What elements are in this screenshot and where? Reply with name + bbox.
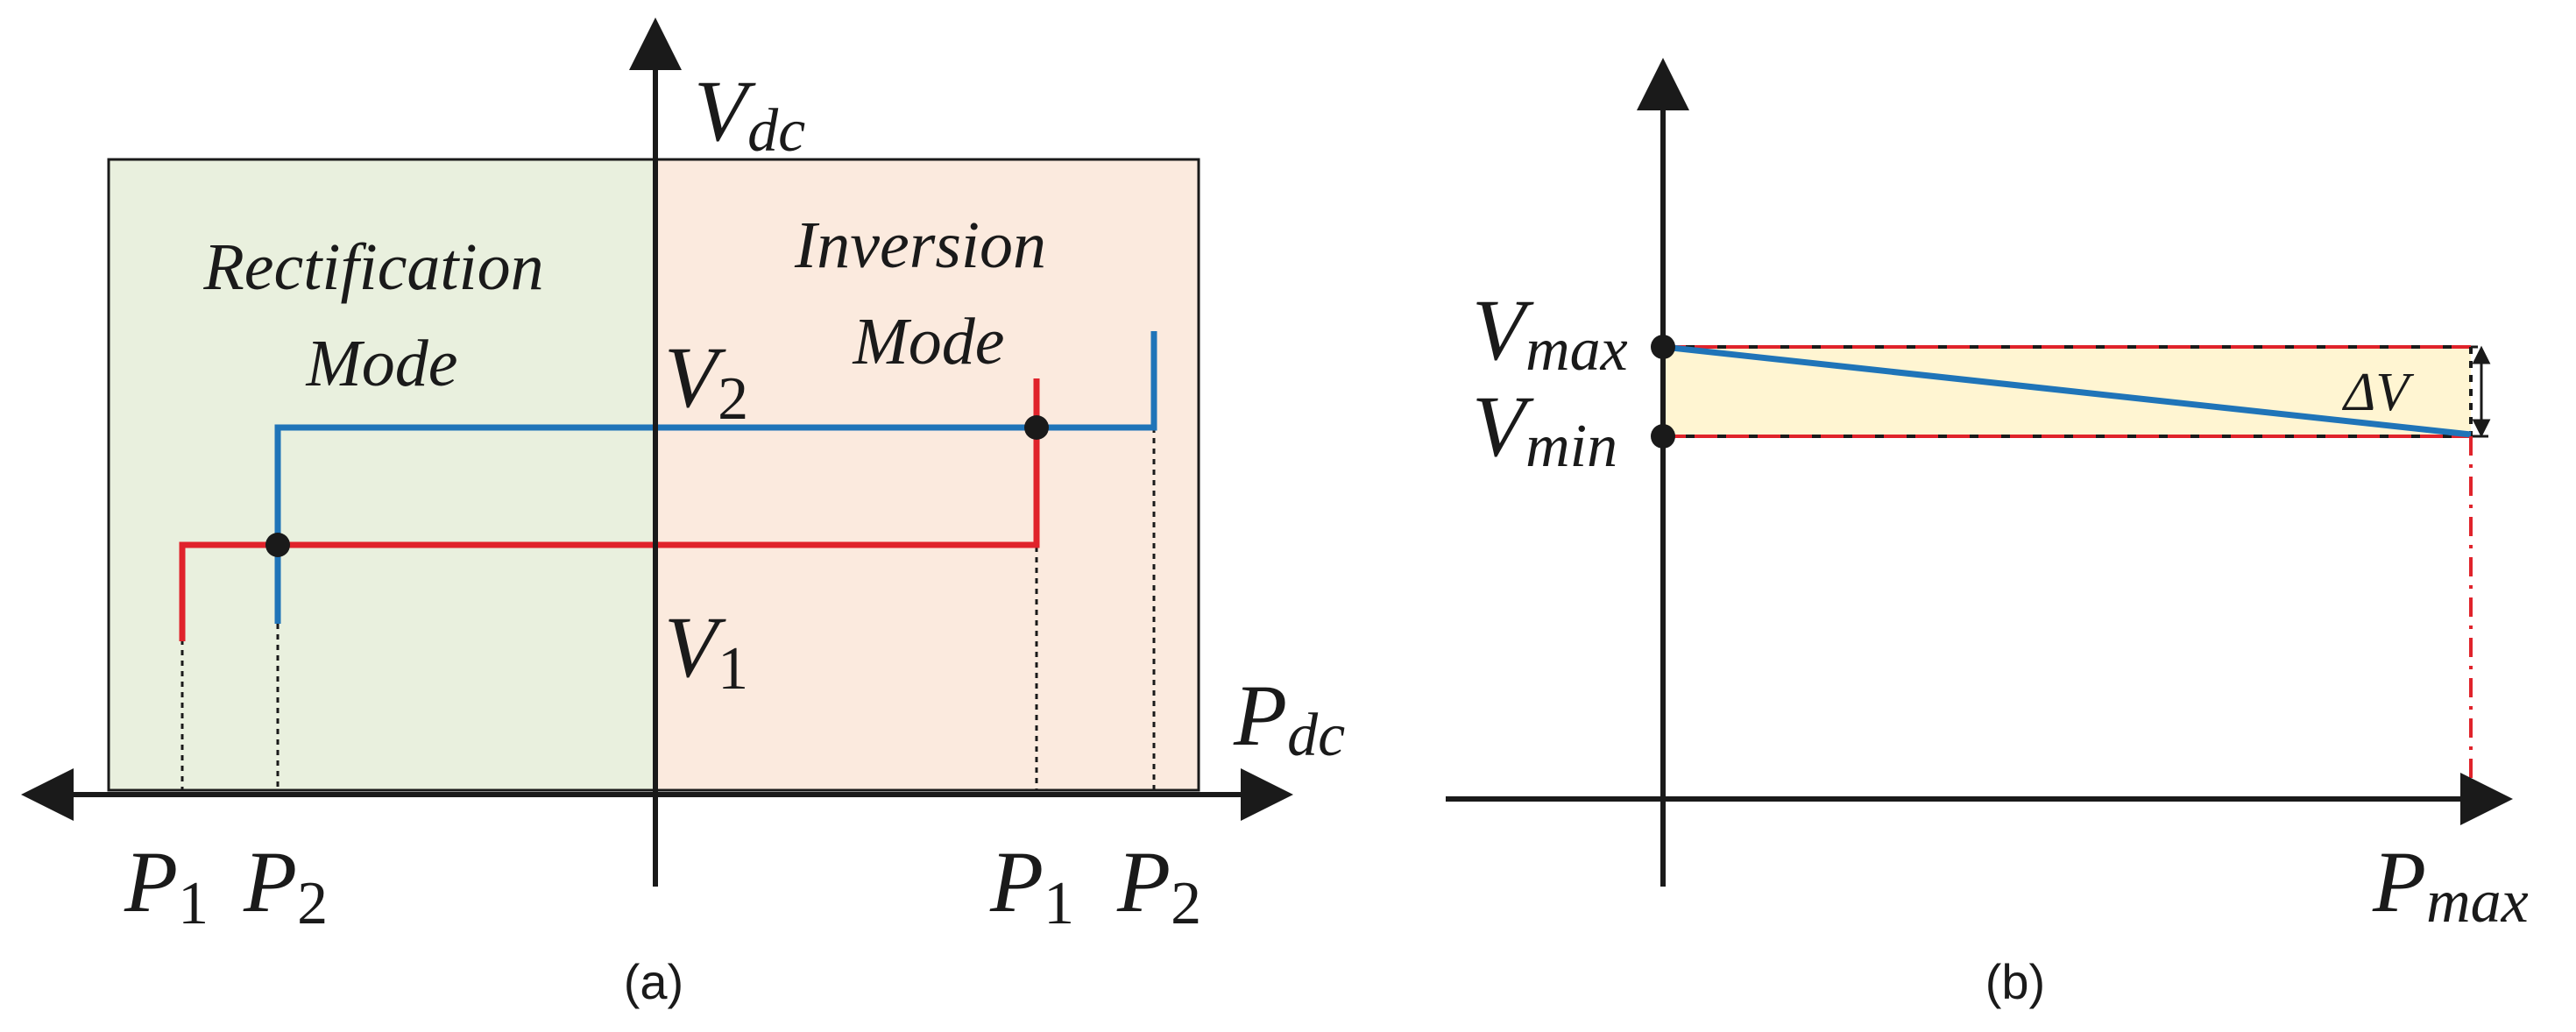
right-p1-label: P1	[989, 833, 1074, 937]
vmin-label: Vmin	[1472, 378, 1617, 480]
rectification-region	[107, 158, 657, 792]
left-p2-label: P2	[243, 833, 328, 937]
inversion-mode-label: Inversion Mode	[794, 209, 1063, 378]
panel-a: Vdc Pdc Rectification Mode Inversion Mod…	[20, 18, 1345, 1009]
caption-b: (b)	[1985, 954, 2045, 1009]
delta-v-arrow	[2471, 345, 2491, 438]
left-p1-label: P1	[124, 833, 209, 937]
blue-characteristic	[274, 331, 1157, 624]
v1-label: V1	[664, 598, 748, 703]
rectification-mode-label: Rectification Mode	[202, 230, 560, 400]
caption-a: (a)	[624, 954, 683, 1009]
pmax-label: Pmax	[2372, 833, 2529, 936]
v2-label: V2	[664, 329, 748, 433]
right-p2-label: P2	[1116, 833, 1201, 937]
inversion-region	[654, 158, 1200, 792]
band-borders	[1663, 345, 2473, 438]
operating-point-right	[1024, 415, 1049, 440]
delta-v-label: ΔV	[2341, 363, 2414, 422]
dotted-guides	[180, 428, 1156, 790]
pdc-label: Pdc	[1233, 667, 1345, 769]
vmax-label: Vmax	[1472, 281, 1628, 384]
panel-b: ΔV Vmax Vmin Pmax (b)	[1446, 58, 2529, 1009]
vdc-label: Vdc	[694, 62, 805, 165]
droop-line	[1662, 343, 2472, 438]
operating-point-left	[265, 533, 290, 557]
red-characteristic	[179, 378, 1040, 641]
